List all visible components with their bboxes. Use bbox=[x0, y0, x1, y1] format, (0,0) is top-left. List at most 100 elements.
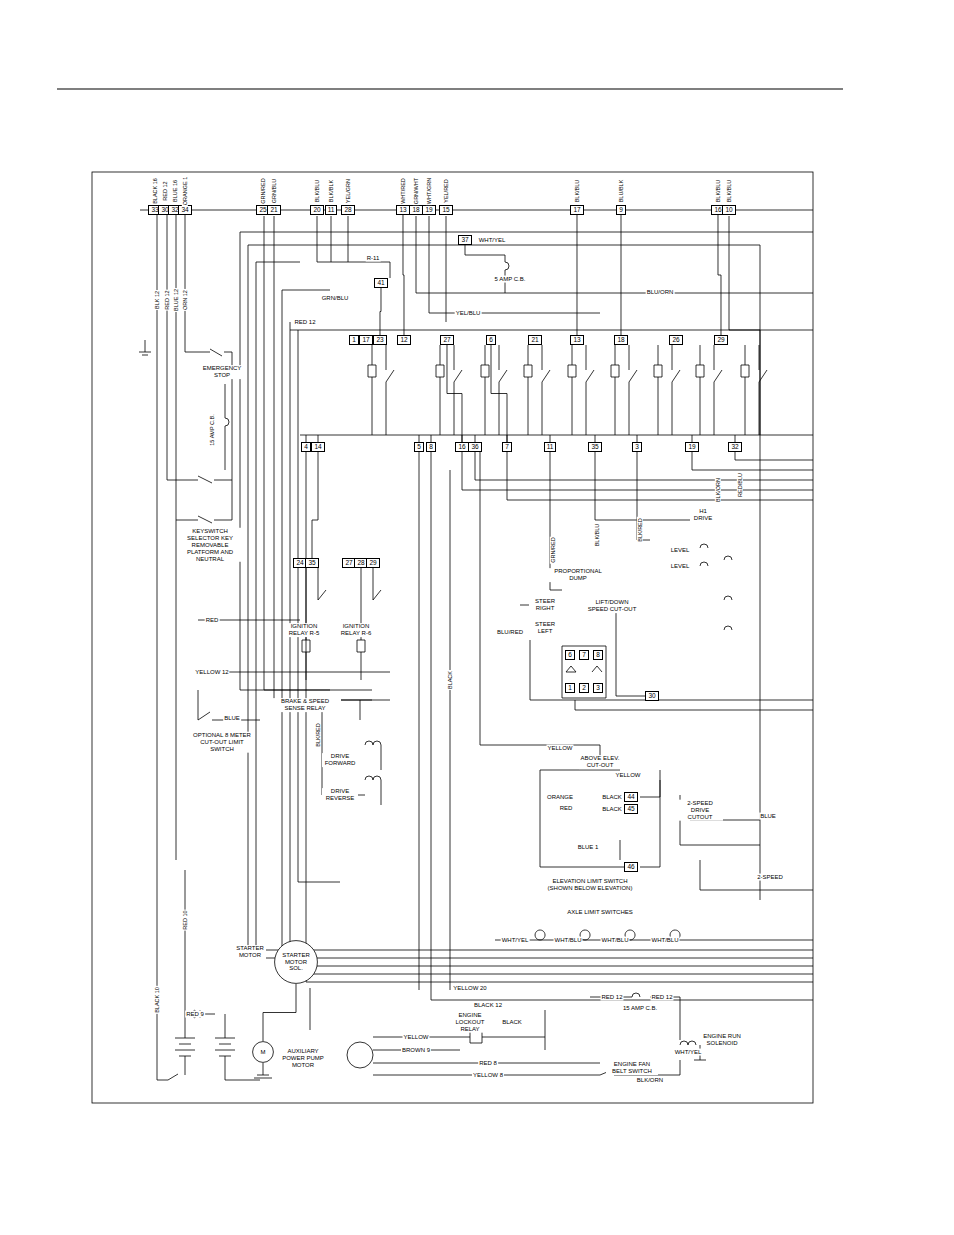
label-patch: RED 12 bbox=[162, 180, 168, 201]
pin-box: 17 bbox=[359, 335, 372, 345]
label-patch: BLK/BLU bbox=[715, 179, 721, 204]
label-patch: WHT/YEL bbox=[674, 1049, 703, 1056]
wire-label: BLACK 10 bbox=[154, 987, 160, 1013]
pin-number: 11 bbox=[547, 443, 554, 450]
battery-symbol bbox=[175, 870, 260, 1080]
pin-number: 15 bbox=[442, 206, 449, 213]
pin-number: 13 bbox=[399, 206, 406, 213]
label-patch: KEYSWITCH SELECTOR KEY REMOVABLE PLATFOR… bbox=[179, 528, 241, 562]
wire-connector bbox=[576, 215, 577, 335]
wire-label: BLU/BLK bbox=[618, 180, 624, 203]
label-patch: ORN 12 bbox=[182, 289, 188, 311]
label-patch: GRN/RED bbox=[550, 536, 556, 563]
label-patch: RED 12 bbox=[164, 289, 170, 310]
pin-number: 3 bbox=[596, 684, 600, 691]
pin-number: 2 bbox=[582, 684, 586, 691]
label-patch: RED 10 bbox=[182, 909, 188, 930]
wire-label: BLUE 16 bbox=[172, 180, 178, 202]
pin-number: 37 bbox=[461, 236, 468, 243]
pin-box: 35 bbox=[305, 558, 318, 568]
wire-label: RED 9 bbox=[186, 1011, 204, 1017]
wire-label: GRN/RED bbox=[550, 537, 556, 562]
label-patch: BLK 12 bbox=[154, 290, 160, 310]
pin-number: 45 bbox=[627, 805, 634, 812]
pin-number: 46 bbox=[627, 863, 634, 870]
pin-number: 18 bbox=[412, 206, 419, 213]
pin-number: 5 bbox=[417, 443, 421, 450]
label-patch: BROWN 9 bbox=[401, 1047, 431, 1054]
pin-box: 12 bbox=[397, 335, 410, 345]
pin-box: 20 bbox=[310, 205, 323, 215]
pin-number: 36 bbox=[471, 443, 478, 450]
wire-label: EMERGENCY STOP bbox=[203, 365, 242, 378]
wire-label: BLACK bbox=[447, 671, 453, 689]
label-patch: H1 DRIVE bbox=[690, 508, 716, 522]
pin-number: 10 bbox=[725, 206, 732, 213]
label-patch: ABOVE ELEV. CUT-OUT bbox=[579, 755, 621, 769]
wire-label: LIFT/DOWN SPEED CUT-OUT bbox=[588, 599, 637, 612]
label-patch: RED 12 bbox=[293, 319, 316, 326]
wire-label: 5 AMP C.B. bbox=[495, 276, 526, 282]
wire-label: RED bbox=[560, 805, 573, 811]
label-patch: WHT/BLU bbox=[651, 937, 680, 944]
pin-box: 13 bbox=[396, 205, 409, 215]
pin-number: 11 bbox=[328, 206, 335, 213]
wire-connector bbox=[620, 215, 621, 335]
wire-label: BLU/ORN bbox=[647, 289, 674, 295]
wire bbox=[306, 435, 735, 442]
label-patch: AUXILIARY POWER PUMP MOTOR bbox=[279, 1048, 327, 1069]
pin-box: 37 bbox=[458, 235, 471, 245]
breaker-symbol bbox=[225, 384, 229, 470]
label-patch: YELLOW bbox=[614, 772, 641, 779]
breaker-symbol bbox=[465, 245, 509, 293]
pin-box: 26 bbox=[669, 335, 682, 345]
coil-symbol bbox=[520, 544, 813, 710]
pin-number: 19 bbox=[425, 206, 432, 213]
pin-box: 46 bbox=[624, 862, 637, 872]
wire bbox=[480, 452, 813, 890]
pin-number: 8 bbox=[596, 651, 600, 658]
pin-box: 3 bbox=[593, 683, 603, 693]
pin-box: 8 bbox=[593, 650, 603, 660]
label-patch: WHT/RED bbox=[400, 177, 406, 205]
wire-label: 2-SPEED bbox=[757, 874, 783, 880]
pin-number: 6 bbox=[489, 336, 493, 343]
label-patch: ELEVATION LIMIT SWITCH (SHOWN BELOW ELEV… bbox=[544, 878, 636, 892]
wire-label: LEVEL bbox=[671, 563, 690, 569]
label-patch: GRN/WHT bbox=[413, 177, 419, 205]
label-patch: R-11 bbox=[366, 255, 381, 262]
wire-label: BLUE bbox=[760, 813, 776, 819]
pin-number: 30 bbox=[648, 692, 655, 699]
pin-box: 8 bbox=[426, 442, 436, 452]
wire-label: GRN/RED bbox=[260, 178, 266, 203]
label-patch: STEER RIGHT bbox=[529, 598, 561, 612]
wire-label: YEL/BLU bbox=[456, 310, 481, 316]
wire-label: RED 8 bbox=[479, 1060, 497, 1066]
wire-label: YELLOW bbox=[403, 1034, 428, 1040]
pin-number: 25 bbox=[259, 206, 266, 213]
wire-label: YELLOW 20 bbox=[453, 985, 486, 991]
pin-number: 27 bbox=[345, 559, 352, 566]
wire-label: WHT/BLU bbox=[555, 937, 582, 943]
pin-number: 21 bbox=[270, 206, 277, 213]
label-patch: 5 AMP C.B. bbox=[494, 276, 527, 283]
circle-outline bbox=[275, 941, 318, 984]
pin-number: 23 bbox=[376, 336, 383, 343]
wire-label: BLU/RED bbox=[497, 629, 523, 635]
wire-label: RED 10 bbox=[182, 910, 188, 929]
wire-label: WHT/RED bbox=[400, 178, 406, 204]
wire-label: RED/BLU bbox=[737, 473, 743, 497]
pin-number: 28 bbox=[344, 206, 351, 213]
label-patch: RED 12 bbox=[600, 994, 623, 1001]
pin-box: 2 bbox=[579, 683, 589, 693]
label-patch: WHT/GRN bbox=[426, 177, 432, 205]
wire-label: BLK/BLU bbox=[574, 180, 580, 203]
wire-label: 2-SPEED DRIVE CUTOUT bbox=[687, 800, 713, 820]
wire bbox=[140, 210, 813, 1080]
pin-box: 44 bbox=[624, 792, 637, 802]
pin-box: 29 bbox=[366, 558, 379, 568]
wire-label: BLACK 12 bbox=[474, 1002, 502, 1008]
pin-box: 14 bbox=[311, 442, 324, 452]
wire-label: BLK/BLU bbox=[594, 524, 600, 547]
label-patch: YEL/GRN bbox=[345, 178, 351, 204]
